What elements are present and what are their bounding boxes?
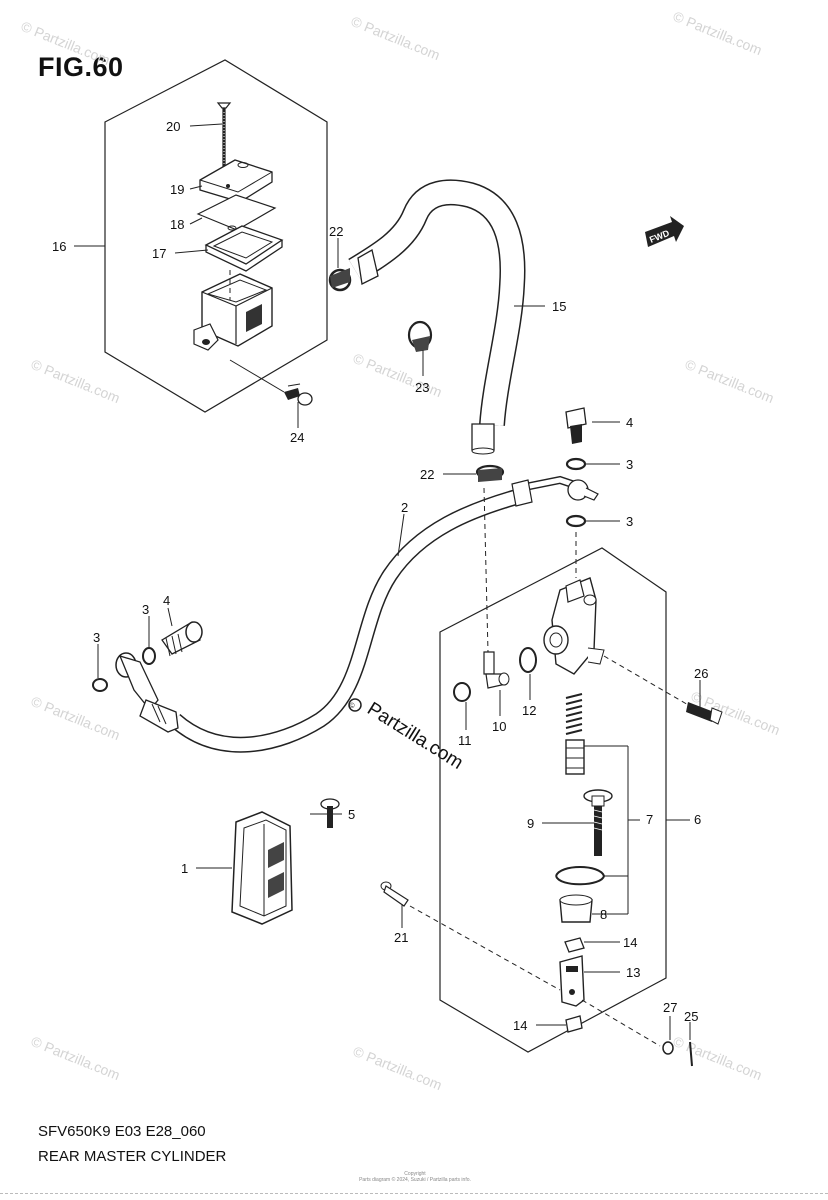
callout-26: 26: [694, 666, 708, 681]
mounting-bolt-26: [686, 702, 723, 725]
washer-3: [142, 647, 156, 665]
callout-group: 20 19 18 17 16 24 22 23 15 22 4 3 3 2 3 …: [52, 119, 708, 1033]
screw-5: [320, 798, 340, 828]
callout-4: 4: [626, 415, 633, 430]
watermark: © Partzilla.com: [349, 13, 442, 63]
master-cylinder-body: [543, 577, 605, 675]
pushrod-9: [583, 789, 613, 856]
callout-11: 11: [458, 733, 472, 748]
callout-13: 13: [626, 965, 640, 980]
hose-clamp-23: [407, 320, 433, 352]
callout-14: 14: [623, 935, 637, 950]
figure-title: FIG.60: [38, 52, 124, 82]
callout-4: 4: [163, 593, 170, 608]
callout-21: 21: [394, 930, 408, 945]
boot-8: [559, 894, 593, 923]
reservoir-plate-18: [196, 194, 277, 231]
circlip: [555, 866, 606, 886]
callout-12: 12: [522, 703, 536, 718]
callout-25: 25: [684, 1009, 698, 1024]
callout-3: 3: [142, 602, 149, 617]
reservoir-bolt-24: [284, 383, 313, 406]
clevis-13: [559, 955, 585, 1007]
fwd-arrow-icon: FWD: [645, 216, 684, 247]
watermark: © Partzilla.com: [351, 1043, 444, 1093]
callout-17: 17: [152, 246, 166, 261]
callout-6: 6: [694, 812, 701, 827]
callout-22: 22: [420, 467, 434, 482]
cotter-pin-25: [689, 1041, 693, 1067]
callout-3: 3: [626, 514, 633, 529]
watermark: © Partzilla.com: [29, 693, 122, 743]
watermark: © Partzilla.com: [29, 1033, 122, 1083]
watermark: © Partzilla.com: [19, 18, 112, 68]
assembly-dash-lines: [229, 270, 691, 1047]
assembly-box-16: [104, 59, 328, 413]
clevis-pin-21: [380, 881, 409, 907]
svg-text:©: ©: [349, 702, 355, 710]
callout-2: 2: [401, 500, 408, 515]
diagram-code: SFV650K9 E03 E28_060: [38, 1123, 206, 1140]
watermark: Partzilla.com: [363, 698, 466, 773]
brake-hose-2: [169, 488, 523, 753]
callout-9: 9: [527, 816, 534, 831]
callout-20: 20: [166, 119, 180, 134]
copyright-notice: Copyright Parts diagram © 2024, Suzuki /…: [330, 1171, 500, 1183]
callout-1: 1: [181, 861, 188, 876]
watermark: © Partzilla.com: [683, 356, 776, 406]
callout-14: 14: [513, 1018, 527, 1033]
callout-7: 7: [646, 812, 653, 827]
washer-3: [565, 457, 587, 471]
callout-18: 18: [170, 217, 184, 232]
leader-lines: [74, 123, 701, 1040]
hose-clamp-22: [328, 268, 352, 292]
reservoir-screw-20: [216, 102, 232, 172]
watermark: © Partzilla.com: [671, 8, 764, 58]
watermark: © Partzilla.com: [351, 350, 444, 400]
banjo-bolt-4-left: [161, 621, 203, 657]
bottom-divider: [0, 1193, 828, 1194]
callout-3: 3: [93, 630, 100, 645]
washer-3: [565, 514, 587, 528]
nut-14b: [565, 1015, 583, 1033]
nut-14: [564, 937, 585, 953]
washer-3: [92, 678, 108, 692]
callout-24: 24: [290, 430, 304, 445]
callout-22: 22: [329, 224, 343, 239]
callout-5: 5: [348, 807, 355, 822]
watermark: © Partzilla.com: [671, 1033, 764, 1083]
callout-15: 15: [552, 299, 566, 314]
callout-16: 16: [52, 239, 66, 254]
assembly-box-6: [439, 547, 667, 1053]
copyright-line: Copyright: [404, 1171, 426, 1177]
o-ring-12: [519, 647, 537, 673]
reservoir-body: [193, 273, 273, 351]
watermark: © Partzilla.com: [29, 356, 122, 406]
washer-27: [662, 1041, 674, 1055]
hose-fitting-10: [483, 651, 510, 689]
hose-clamp-22b: [475, 464, 505, 482]
watermark-center: © Partzilla.com: [348, 698, 467, 774]
callout-3: 3: [626, 457, 633, 472]
banjo-bolt-4-right: [565, 407, 587, 444]
callout-10: 10: [492, 719, 506, 734]
copyright-line: Parts diagram © 2024, Suzuki / Partzilla…: [359, 1177, 471, 1183]
reservoir-diaphragm-17: [204, 225, 284, 272]
callout-23: 23: [415, 380, 429, 395]
spring-and-piston-7: [565, 693, 585, 775]
callout-19: 19: [170, 182, 184, 197]
reservoir-cap-19: [199, 159, 273, 203]
callout-8: 8: [600, 907, 607, 922]
banjo-fitting-left: [115, 652, 179, 733]
diagram-subtitle: REAR MASTER CYLINDER: [38, 1148, 227, 1165]
circlip-11: [453, 682, 471, 702]
guard-1: [231, 811, 293, 925]
callout-27: 27: [663, 1000, 677, 1015]
